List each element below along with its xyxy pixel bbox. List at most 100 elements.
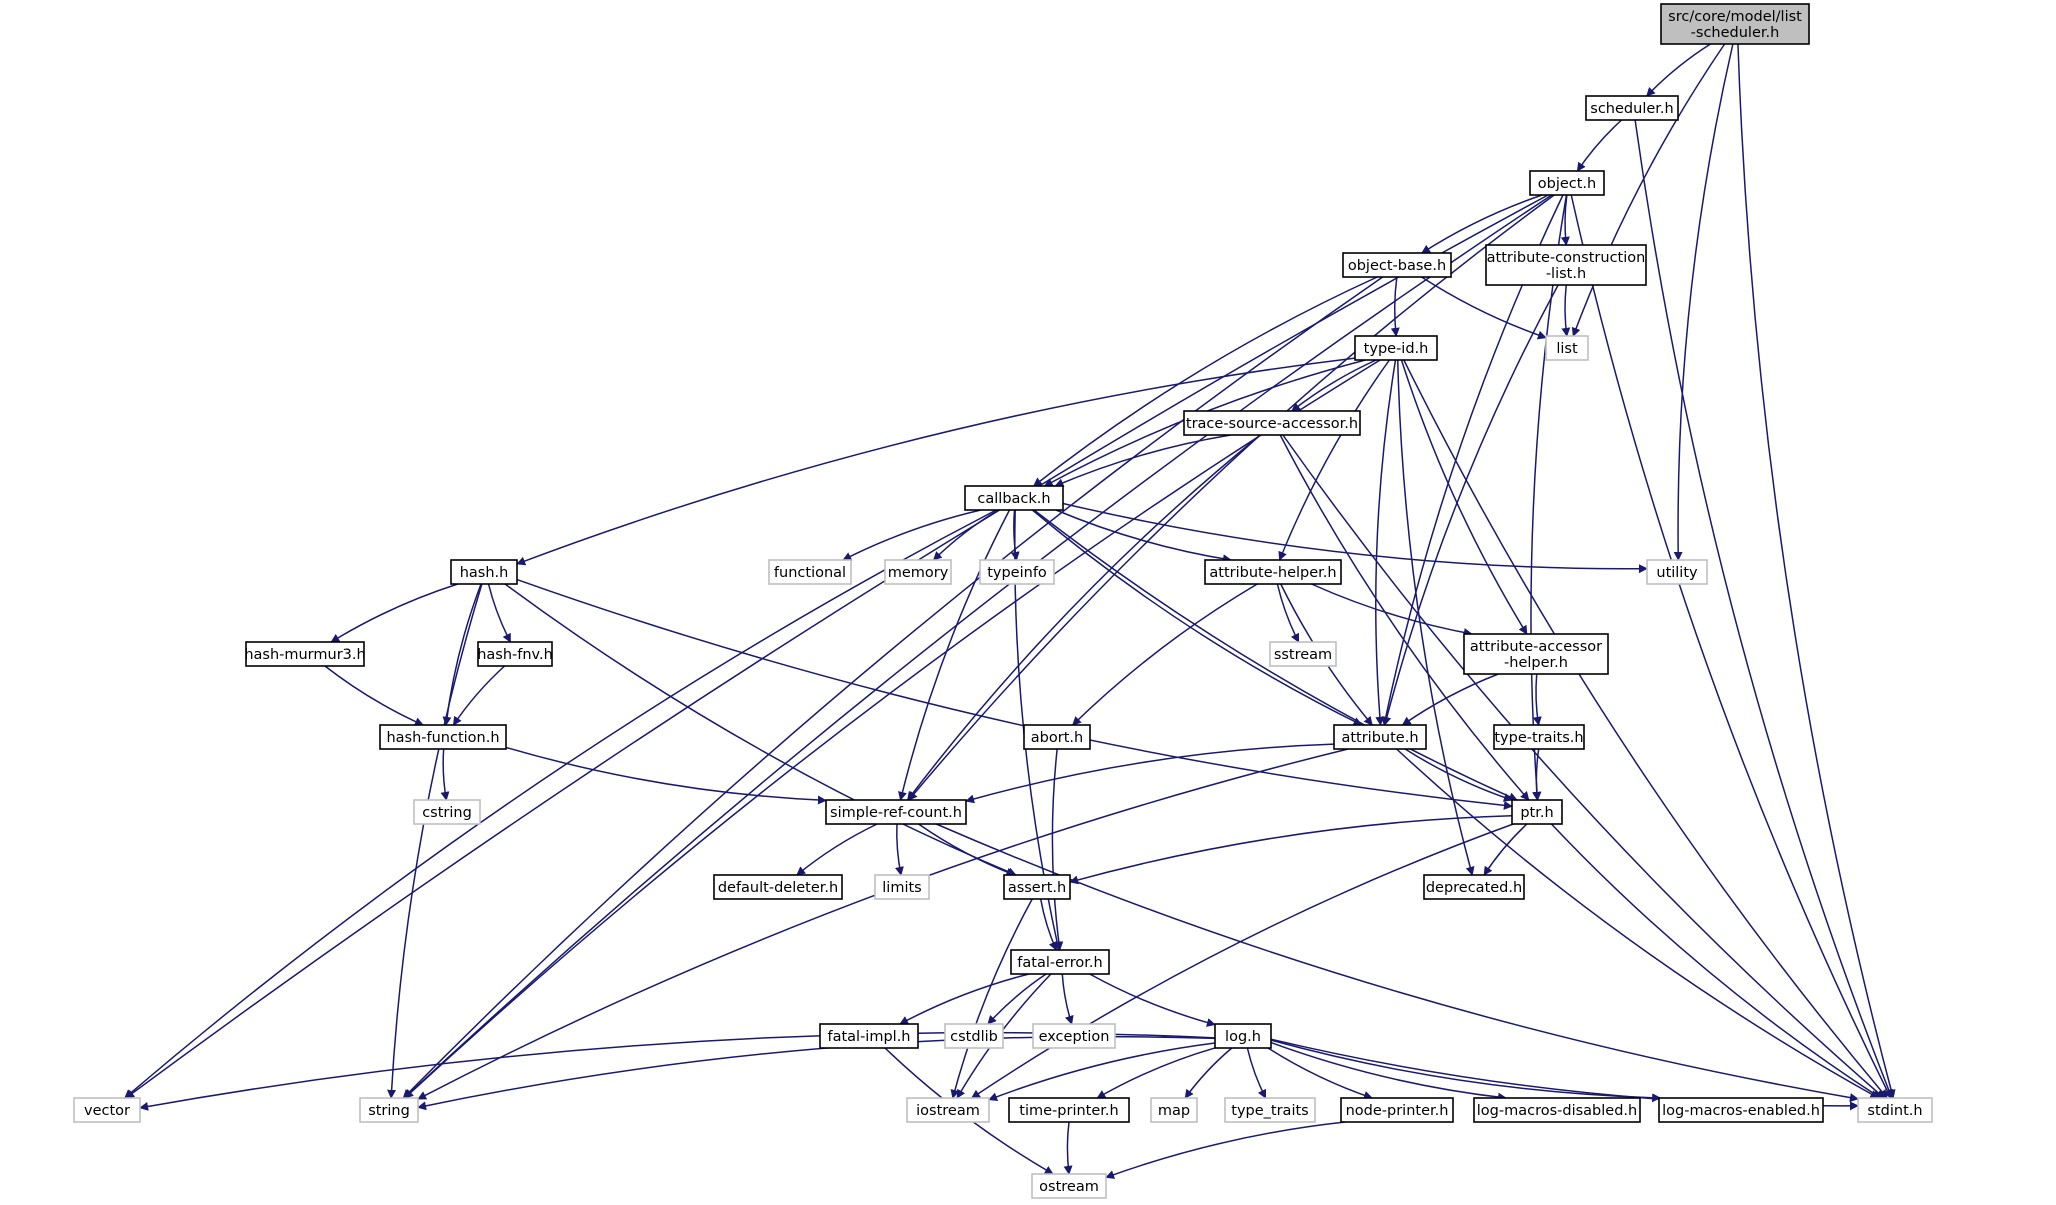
node-label: object.h [1538,176,1596,192]
edge-object-to-stdint [1570,194,1892,1099]
node-murmur[interactable]: hash-murmur3.h [244,641,366,667]
node-ptr[interactable]: ptr.h [1511,799,1563,825]
node-box [1473,1097,1641,1123]
node-box [1529,170,1605,196]
node-hashfunc[interactable]: hash-function.h [379,724,507,750]
node-label: default-deleter.h [718,880,838,896]
node-box [1031,1173,1107,1199]
node-typeid[interactable]: type-id.h [1354,335,1438,361]
edge-callback-to-attrhelper [1055,509,1232,564]
edge-scheduler-to-object [1576,119,1623,172]
node-box [1269,641,1337,667]
node-label: map [1158,1103,1190,1119]
edge-nodeprinter-to-ostream [1105,1121,1346,1179]
node-sstream: sstream [1269,641,1337,667]
node-attrhelper[interactable]: attribute-helper.h [1204,559,1342,585]
node-label: hash-murmur3.h [244,647,365,663]
node-deleter[interactable]: default-deleter.h [713,874,843,900]
edge-typeid-to-string [404,359,1381,1099]
edge-attribute-to-stdint [1396,748,1880,1099]
node-label: stdint.h [1867,1103,1922,1119]
node-box [768,559,852,585]
node-label: simple-ref-count.h [830,805,962,821]
edge-log-to-iostream [988,1042,1216,1102]
node-label: hash-fnv.h [477,647,553,663]
node-box [1183,410,1361,436]
node-deprecated[interactable]: deprecated.h [1423,874,1525,900]
node-trace[interactable]: trace-source-accessor.h [1183,410,1361,436]
node-root[interactable]: src/core/model/list-scheduler.h [1660,3,1810,45]
node-box [1333,724,1427,750]
node-nodeprinter[interactable]: node-printer.h [1340,1097,1454,1123]
edge-typetraits-to-ptr [1532,748,1542,801]
node-timeprinter[interactable]: time-printer.h [1008,1097,1130,1123]
edge-hash-to-fnv [487,583,512,643]
node-simpleref[interactable]: simple-ref-count.h [825,799,967,825]
edge-ptr-to-stdint [1550,823,1882,1099]
node-box [1010,949,1110,975]
edge-simpleref-to-deleter [796,823,878,876]
edge-simpleref-to-limits [895,823,904,876]
node-box [944,1023,1004,1049]
edge-callback-to-memory [932,509,999,561]
node-label: -helper.h [1504,655,1568,671]
node-box [1150,1097,1198,1123]
node-fnv[interactable]: hash-fnv.h [477,641,553,667]
node-accessor[interactable]: attribute-accessor-helper.h [1463,633,1609,675]
edge-attribute-to-string [417,748,1349,1100]
node-box [1493,724,1585,750]
edge-fatalerror-to-cstdlib [987,973,1047,1025]
node-cstdlib: cstdlib [944,1023,1004,1049]
edge-typeid-to-accessor [1400,359,1528,635]
node-box [359,1097,419,1123]
node-typetraits[interactable]: type-traits.h [1493,724,1585,750]
node-exception: exception [1032,1023,1116,1049]
node-box [964,485,1064,511]
node-vector: vector [73,1097,141,1123]
node-label: utility [1656,565,1698,581]
node-box [450,559,518,585]
edge-log-to-type_traits [1246,1047,1267,1099]
node-stdint: stdint.h [1857,1097,1933,1123]
node-attrconst[interactable]: attribute-construction-list.h [1485,244,1647,286]
node-assert[interactable]: assert.h [1003,874,1071,900]
node-label: functional [774,565,846,581]
node-label: scheduler.h [1590,101,1673,117]
node-box [1646,559,1708,585]
node-label: log-macros-disabled.h [1477,1103,1637,1119]
node-box [979,559,1055,585]
node-string: string [359,1097,419,1123]
node-label: ostream [1039,1179,1099,1195]
edge-hash-to-murmur [330,583,459,643]
edge-attribute-to-simpleref [965,743,1335,804]
node-box [73,1097,141,1123]
node-logdisabled[interactable]: log-macros-disabled.h [1473,1097,1641,1123]
edge-attrhelper-to-sstream [1276,583,1300,643]
node-fatalerror[interactable]: fatal-error.h [1010,949,1110,975]
edge-fatalerror-to-exception [1061,973,1074,1025]
node-log[interactable]: log.h [1214,1023,1272,1049]
node-logenabled[interactable]: log-macros-enabled.h [1658,1097,1824,1123]
node-objectbase[interactable]: object-base.h [1342,252,1452,278]
edge-object-to-simpleref [908,194,1555,801]
edge-ptr-to-assert [1069,815,1513,885]
node-hash[interactable]: hash.h [450,559,518,585]
node-abort[interactable]: abort.h [1023,724,1091,750]
edge-log-to-nodeprinter [1267,1047,1373,1100]
node-object[interactable]: object.h [1529,170,1605,196]
node-list: list [1545,335,1589,361]
node-box [1008,1097,1130,1123]
node-label: iostream [916,1103,980,1119]
edge-root-to-scheduler [1646,43,1711,97]
edge-callback-to-vector [124,509,997,1099]
edge-fatalerror-to-log [1089,973,1216,1027]
edge-log-to-logdisabled [1270,1041,1507,1102]
node-label: deprecated.h [1426,880,1522,896]
node-box [413,799,481,825]
node-attribute[interactable]: attribute.h [1333,724,1427,750]
node-scheduler[interactable]: scheduler.h [1585,95,1679,121]
node-callback[interactable]: callback.h [964,485,1064,511]
edge-objectbase-to-typeid [1390,276,1400,337]
node-ostream: ostream [1031,1173,1107,1199]
node-fatalimpl[interactable]: fatal-impl.h [819,1023,919,1049]
